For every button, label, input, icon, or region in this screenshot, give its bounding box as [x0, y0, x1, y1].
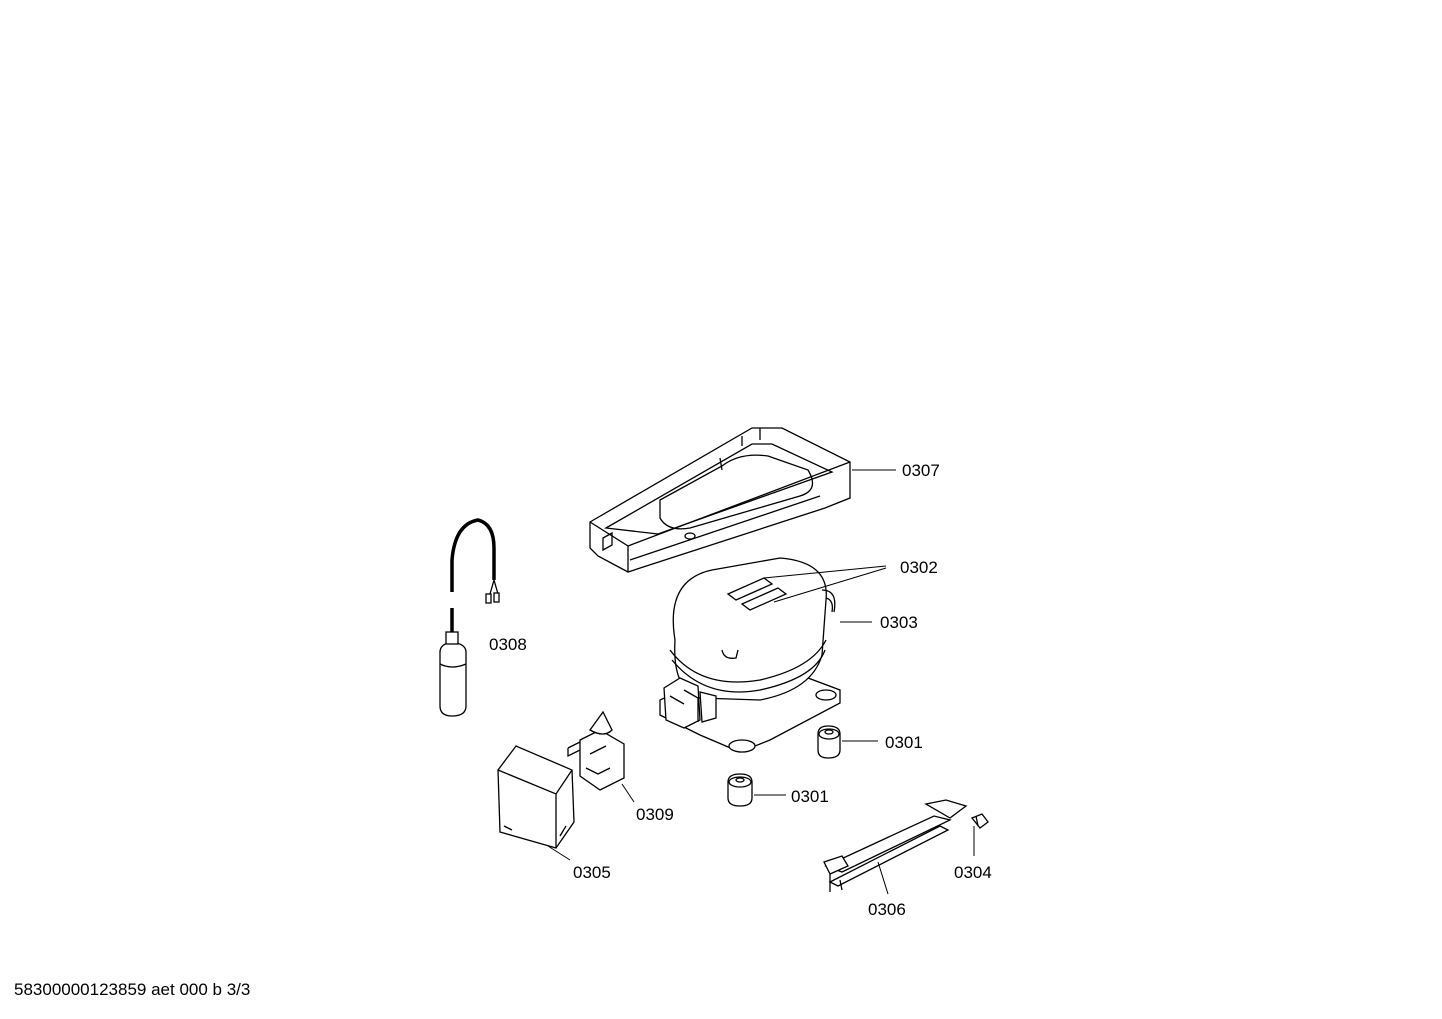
terminal-cover-drawing — [497, 745, 575, 849]
mounting-rail-drawing — [823, 799, 968, 892]
label-part-0308: 0308 — [489, 635, 527, 654]
compressor-drawing — [659, 557, 841, 753]
label-part-0306: 0306 — [868, 900, 906, 919]
compressor-tray-drawing — [589, 427, 851, 573]
label-part-0307: 0307 — [902, 461, 940, 480]
label-part-0303: 0303 — [880, 613, 918, 632]
document-id: 58300000123859 aet 000 b 3/3 — [14, 980, 251, 999]
label-part-0309: 0309 — [636, 805, 674, 824]
clip-drawing — [970, 813, 989, 829]
grommet-drawing-upper — [817, 725, 841, 759]
relay-drawing — [567, 710, 625, 791]
label-part-0304: 0304 — [954, 863, 992, 882]
label-part-0301-upper: 0301 — [885, 733, 923, 752]
leader-lines — [547, 469, 975, 895]
capacitor-drawing — [439, 518, 500, 717]
grommet-drawing-lower — [727, 773, 753, 807]
label-part-0302: 0302 — [900, 558, 938, 577]
label-part-0305: 0305 — [573, 863, 611, 882]
label-part-0301-lower: 0301 — [791, 787, 829, 806]
